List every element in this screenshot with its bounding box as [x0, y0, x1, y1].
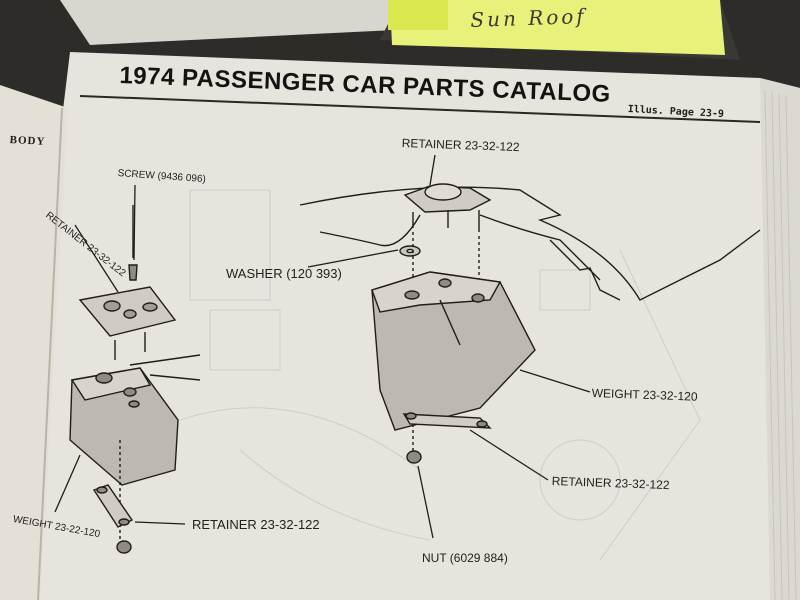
section-tab: BODY [9, 134, 46, 148]
retainer-bottom-left-callout: RETAINER 23-32-122 [192, 517, 320, 532]
sticky-note [390, 0, 725, 55]
nut-callout: NUT (6029 884) [422, 551, 508, 565]
handwritten-note: Sun Roof [470, 3, 588, 32]
washer-callout: WASHER (120 393) [226, 266, 342, 281]
